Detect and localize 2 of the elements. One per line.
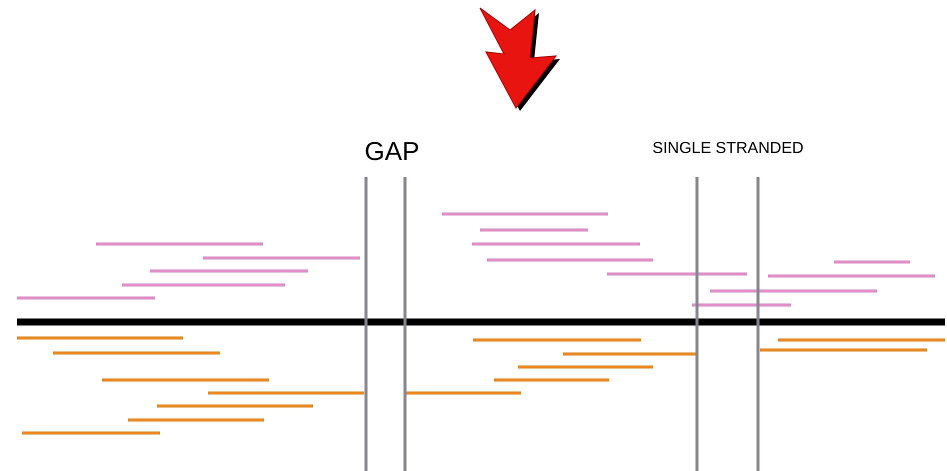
region-label: SINGLE STRANDED (652, 140, 804, 157)
region-label: GAP (364, 136, 420, 166)
